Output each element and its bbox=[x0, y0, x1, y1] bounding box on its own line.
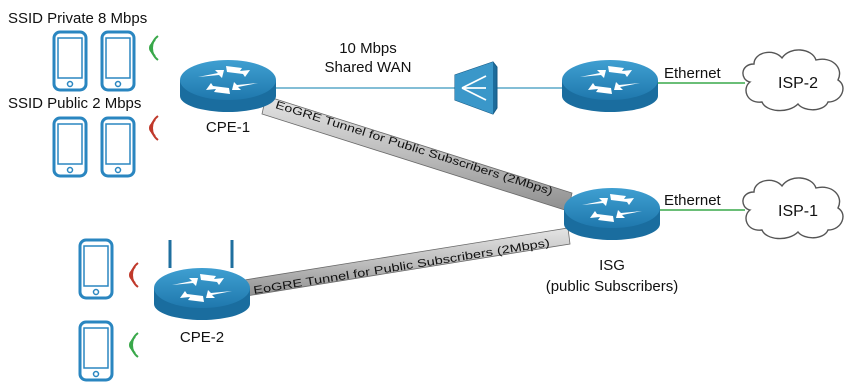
isg-router-icon bbox=[564, 188, 660, 240]
wan-label-line1: 10 Mbps bbox=[339, 40, 397, 57]
smartphone-icon bbox=[52, 30, 88, 92]
firewall-icon bbox=[454, 61, 498, 115]
isg-label: ISG bbox=[599, 257, 625, 274]
isg-sublabel: (public Subscribers) bbox=[546, 278, 679, 295]
ssid-public-label: SSID Public 2 Mbps bbox=[8, 95, 141, 112]
wifi-signal-green-icon bbox=[129, 332, 139, 358]
isp2-label: ISP-2 bbox=[778, 75, 818, 92]
cpe2-router-icon bbox=[154, 240, 250, 320]
eogre-tunnel-2: EoGRE Tunnel for Public Subscribers (2Mb… bbox=[231, 227, 571, 299]
isp2-router-icon bbox=[562, 60, 658, 112]
wan-label-line2: Shared WAN bbox=[325, 59, 412, 76]
tunnel-2-label: EoGRE Tunnel for Public Subscribers (2Mb… bbox=[253, 237, 551, 297]
wifi-signal-green-icon bbox=[149, 35, 159, 61]
cpe2-label: CPE-2 bbox=[180, 329, 224, 346]
smartphone-icon bbox=[100, 30, 136, 92]
cpe1-label: CPE-1 bbox=[206, 119, 250, 136]
smartphone-icon bbox=[78, 238, 114, 300]
ethernet-label-top: Ethernet bbox=[664, 65, 722, 82]
ethernet-label-bottom: Ethernet bbox=[664, 192, 722, 209]
smartphone-icon bbox=[78, 320, 114, 382]
wifi-signal-red-icon bbox=[149, 115, 159, 141]
tunnel-1-label: EoGRE Tunnel for Public Subscribers (2Mb… bbox=[274, 99, 554, 198]
wifi-signal-red-icon bbox=[129, 262, 139, 288]
eogre-tunnel-1: EoGRE Tunnel for Public Subscribers (2Mb… bbox=[261, 95, 573, 212]
smartphone-icon bbox=[52, 116, 88, 178]
isp1-label: ISP-1 bbox=[778, 203, 818, 220]
smartphone-icon bbox=[100, 116, 136, 178]
cpe1-router-icon bbox=[180, 60, 276, 112]
ssid-private-label: SSID Private 8 Mbps bbox=[8, 10, 147, 27]
